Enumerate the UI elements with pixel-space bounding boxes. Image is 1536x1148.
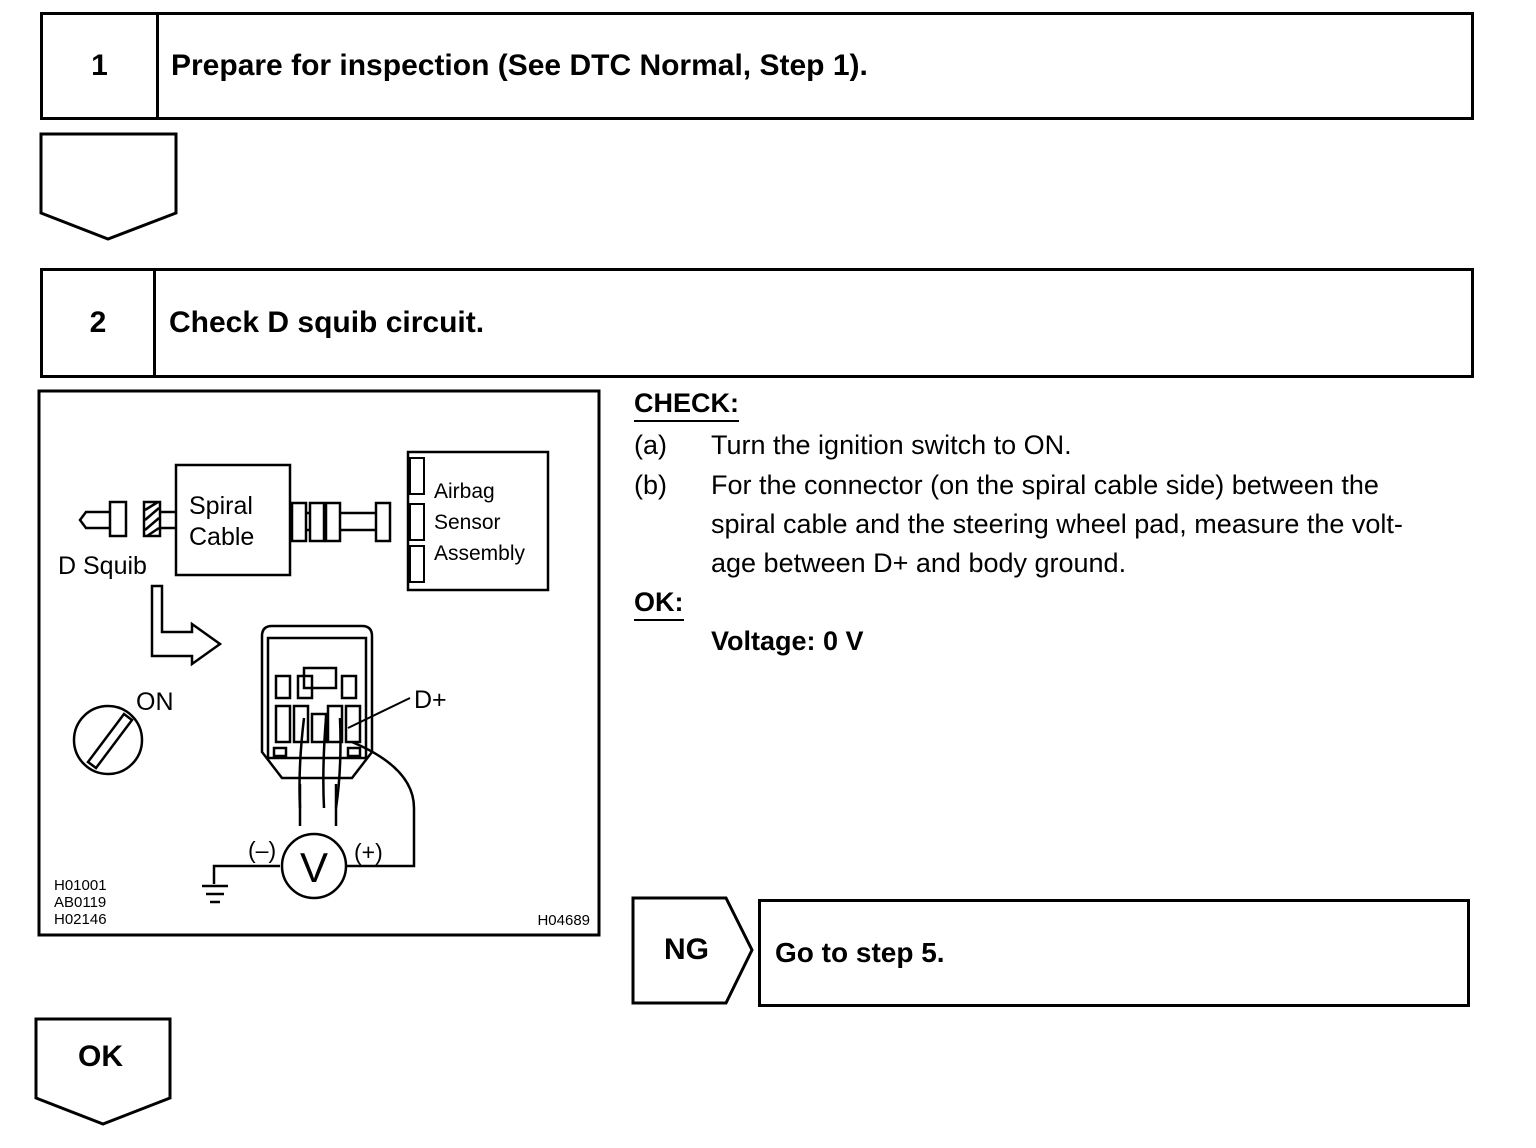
ng-action-box: Go to step 5. [758, 899, 1470, 1007]
airbag-sensor-label-3: Assembly [434, 542, 526, 565]
check-item-a-mark: (a) [634, 430, 667, 460]
step-2-number: 2 [43, 271, 156, 375]
squib-connector-icon [78, 500, 176, 538]
step-2-title: Check D squib circuit. [169, 306, 485, 339]
airbag-sensor-label-1: Airbag [434, 480, 495, 503]
connector-face-icon [260, 624, 374, 826]
figure-code-1: H01001 [54, 877, 107, 894]
circuit-figure: Spiral Cable Airbag Sensor Assembly D Sq… [37, 389, 601, 937]
ng-action-text: Go to step 5. [775, 937, 945, 968]
check-item-b-line-3: age between D+ and body ground. [711, 548, 1127, 578]
check-item-a-text: Turn the ignition switch to ON. [711, 430, 1072, 460]
cable-connector-icon [290, 501, 392, 543]
ng-arrow-icon [631, 896, 754, 1005]
check-heading: CHECK: [634, 388, 739, 422]
ng-label: NG [664, 933, 709, 966]
figure-code-3: H02146 [54, 911, 107, 928]
check-item-b-line-2: spiral cable and the steering wheel pad,… [711, 509, 1403, 539]
airbag-sensor-box [406, 450, 550, 592]
ok-heading: OK: [634, 587, 684, 621]
step-1-box: 1 Prepare for inspection (See DTC Normal… [40, 12, 1474, 120]
bent-arrow-icon [150, 584, 223, 667]
step-2-box: 2 Check D squib circuit. [40, 268, 1474, 378]
continue-arrow-icon [39, 132, 178, 241]
spiral-cable-label-1: Spiral [189, 492, 253, 520]
voltmeter-icon: V [280, 832, 348, 900]
step-1-title: Prepare for inspection (See DTC Normal, … [171, 49, 868, 82]
check-item-b-line-1: For the connector (on the spiral cable s… [711, 470, 1379, 500]
minus-label: (–) [248, 837, 276, 863]
svg-text:V: V [300, 844, 328, 891]
figure-id: H04689 [537, 912, 590, 929]
check-item-b-mark: (b) [634, 470, 667, 500]
ignition-switch-icon [72, 704, 144, 776]
ok-spec: Voltage: 0 V [711, 626, 864, 656]
spiral-cable-label-2: Cable [189, 523, 254, 551]
figure-code-2: AB0119 [54, 894, 106, 911]
ok-arrow-icon [34, 1017, 172, 1126]
plus-label: (+) [354, 839, 383, 865]
ok-arrow-label: OK [78, 1040, 123, 1073]
step-1-number: 1 [43, 15, 159, 117]
on-label: ON [136, 688, 174, 716]
spiral-cable-box [174, 463, 292, 577]
d-plus-label: D+ [414, 686, 447, 714]
airbag-sensor-label-2: Sensor [434, 511, 501, 534]
d-squib-label: D Squib [58, 552, 147, 580]
